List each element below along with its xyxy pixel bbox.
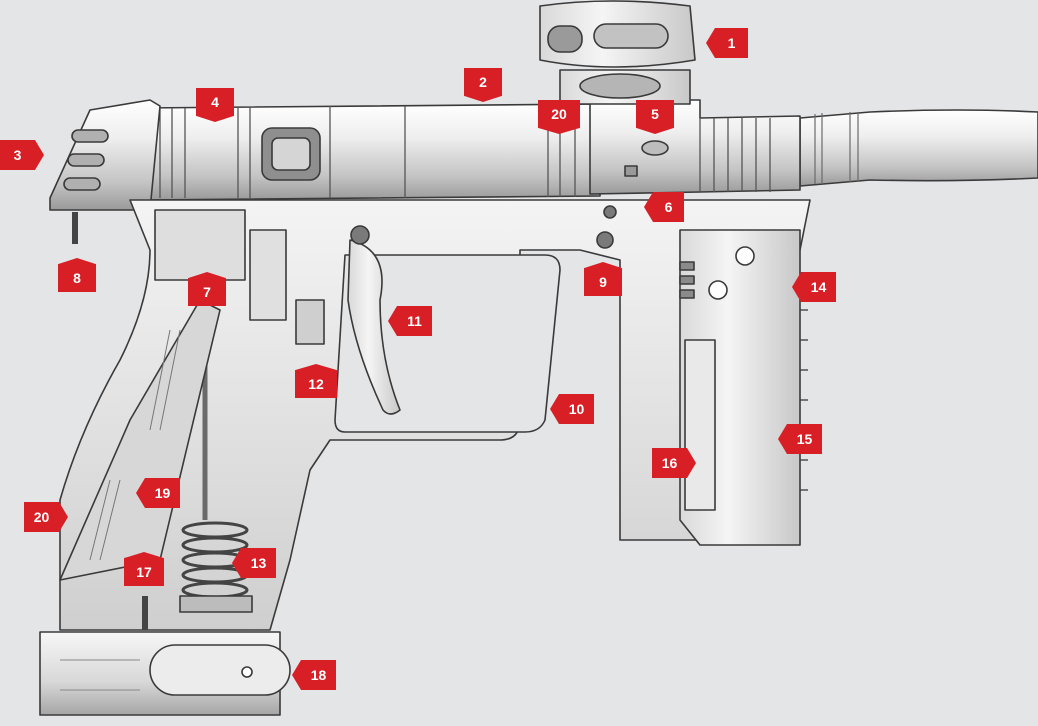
callout-19: 19 <box>136 478 180 508</box>
rear-cap-slots <box>63 129 109 191</box>
grip-teeth <box>800 279 808 491</box>
callout-1: 1 <box>706 28 748 58</box>
grip-spine <box>154 209 246 281</box>
callout-14: 14 <box>792 272 836 302</box>
trigger <box>347 239 401 415</box>
callout-8: 8 <box>58 258 96 292</box>
callout-10: 10 <box>550 394 594 424</box>
front-block <box>589 99 801 195</box>
callout-11: 11 <box>388 306 432 336</box>
grip-side-panel <box>59 299 221 581</box>
callout-15: 15 <box>778 424 822 454</box>
callout-5: 5 <box>636 100 674 134</box>
callout-2: 2 <box>464 68 502 102</box>
barrel <box>799 109 1038 187</box>
callout-4: 4 <box>196 88 234 122</box>
circuit-board <box>249 229 287 321</box>
callout-6: 6 <box>644 192 684 222</box>
callout-3: 3 <box>0 140 44 170</box>
callout-20-lower: 20 <box>24 502 68 532</box>
callout-20-upper: 20 <box>538 100 580 134</box>
callout-9: 9 <box>584 262 622 296</box>
callout-13: 13 <box>232 548 276 578</box>
callout-16: 16 <box>652 448 696 478</box>
callout-12: 12 <box>295 364 337 398</box>
callout-17: 17 <box>124 552 164 586</box>
regulator-body <box>684 339 716 511</box>
rear-cap <box>49 99 161 211</box>
barrel-rings <box>814 112 859 184</box>
callout-7: 7 <box>188 272 226 306</box>
callout-18: 18 <box>292 660 336 690</box>
front-port <box>641 140 669 156</box>
